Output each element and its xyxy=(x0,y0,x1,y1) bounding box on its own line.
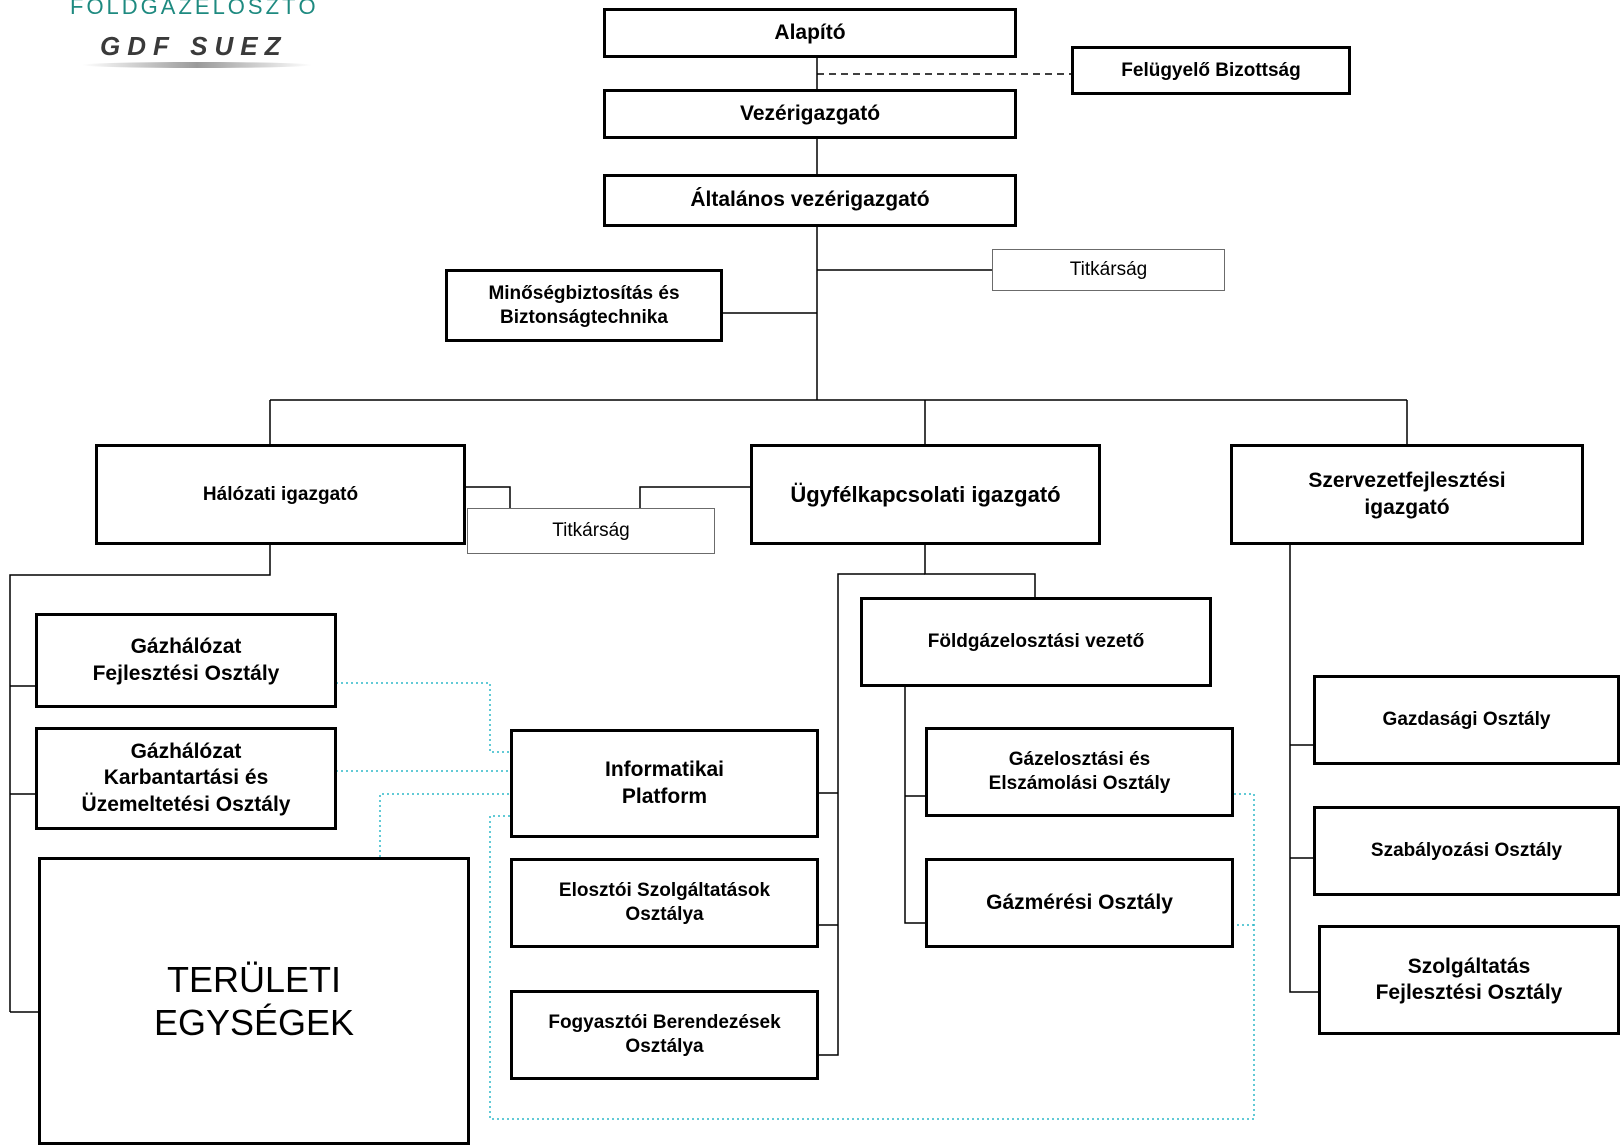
logo-wordmark-bottom: GDF SUEZ xyxy=(100,31,288,61)
node-alapito: Alapító xyxy=(603,8,1017,58)
node-gazdasagi: Gazdasági Osztály xyxy=(1313,675,1620,765)
node-szervezetfejlesztesi-igazgato: Szervezetfejlesztési igazgató xyxy=(1230,444,1584,545)
node-gazhalozat-fejlesztesi: Gázhálózat Fejlesztési Osztály xyxy=(35,613,337,708)
node-elosztoi-szolgaltatasok: Elosztói Szolgáltatások Osztálya xyxy=(510,858,819,948)
node-informatikai-platform: Informatikai Platform xyxy=(510,729,819,838)
node-ugyfelkapcsolati-igazgato: Ügyfélkapcsolati igazgató xyxy=(750,444,1101,545)
node-halozati-igazgato: Hálózati igazgató xyxy=(95,444,466,545)
node-altalanos-vezerigazgato: Általános vezérigazgató xyxy=(603,174,1017,227)
logo-swoosh-icon xyxy=(82,62,312,68)
node-titkarsag-top: Titkárság xyxy=(992,249,1225,291)
node-foldgazelosztasi-vezeto: Földgázelosztási vezető xyxy=(860,597,1212,687)
company-logo: FÖLDGÁZELOSZTÓ GDF SUEZ xyxy=(62,0,332,72)
node-szabalyozasi: Szabályozási Osztály xyxy=(1313,806,1620,896)
node-szolgaltatas-fejlesztesi: Szolgáltatás Fejlesztési Osztály xyxy=(1318,925,1620,1035)
node-titkarsag-mid: Titkárság xyxy=(467,508,715,554)
node-minosegbiztositas: Minőségbiztosítás és Biztonságtechnika xyxy=(445,269,723,342)
node-gazhalozat-karbantartasi: Gázhálózat Karbantartási és Üzemeltetési… xyxy=(35,727,337,830)
node-fogyasztoi-berendezesek: Fogyasztói Berendezések Osztálya xyxy=(510,990,819,1080)
node-felugyelo-bizottsag: Felügyelő Bizottság xyxy=(1071,46,1351,95)
node-vezerigazgato: Vezérigazgató xyxy=(603,89,1017,139)
logo-wordmark-top: FÖLDGÁZELOSZTÓ xyxy=(70,0,319,19)
node-teruleti-egysegek: TERÜLETI EGYSÉGEK xyxy=(38,857,470,1145)
node-gazelosztasi-elszamolasi: Gázelosztási és Elszámolási Osztály xyxy=(925,727,1234,817)
node-gazmeresi: Gázmérési Osztály xyxy=(925,858,1234,948)
